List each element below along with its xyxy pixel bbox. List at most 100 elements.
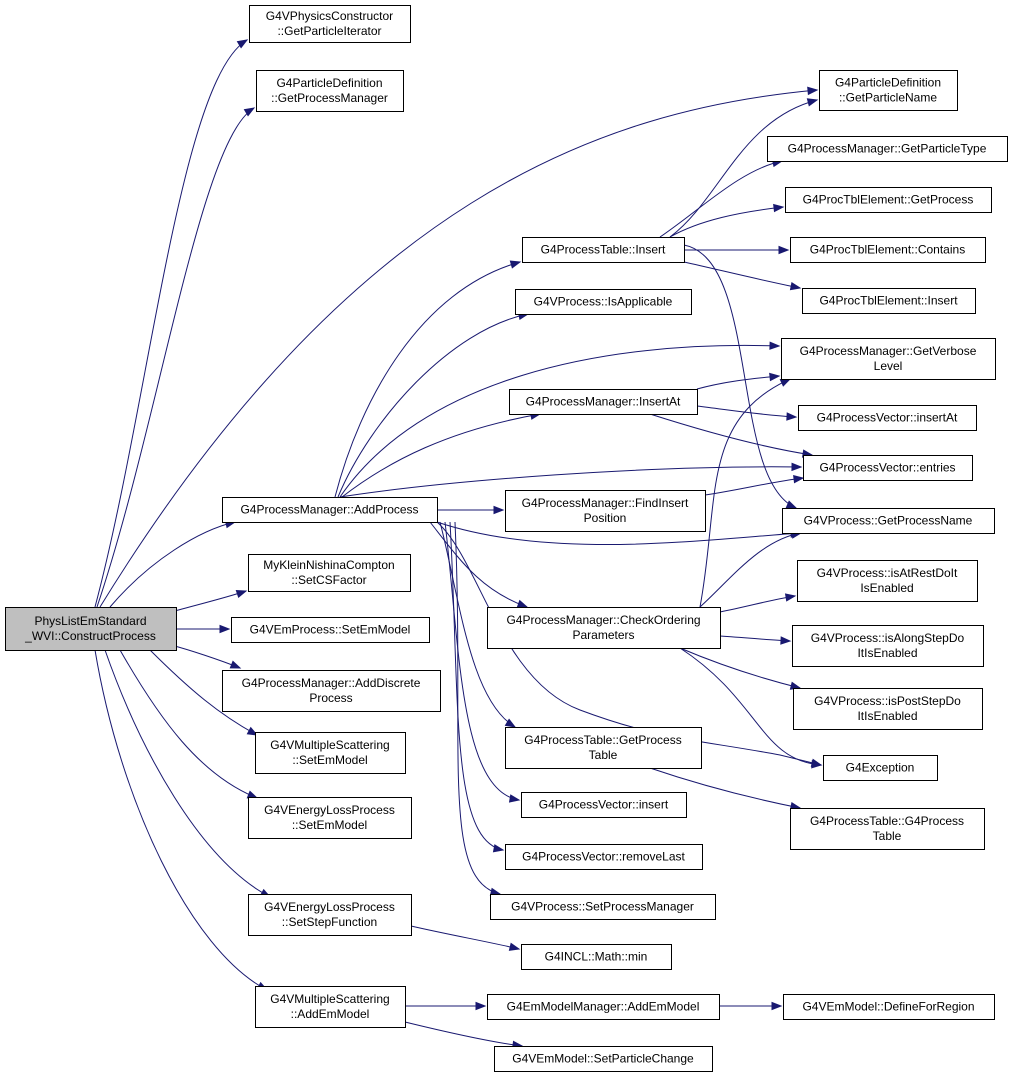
node-box <box>823 755 938 781</box>
node-box <box>515 289 692 315</box>
node-box <box>802 288 976 314</box>
function-node-n5[interactable]: G4VEmProcess::SetEmModel <box>231 617 430 643</box>
node-label-line: ::SetEmModel <box>292 753 367 767</box>
function-node-r7[interactable]: G4ProcessVector::insertAt <box>798 405 977 431</box>
function-node-r5[interactable]: G4ProcTblElement::Insert <box>802 288 976 314</box>
node-label-line: ::GetParticleIterator <box>277 24 381 38</box>
arrowhead-icon <box>791 462 803 472</box>
function-node-m9[interactable]: G4VProcess::SetProcessManager <box>490 894 716 920</box>
node-box <box>783 994 995 1020</box>
function-node-n7[interactable]: G4VMultipleScattering::SetEmModel <box>255 732 406 774</box>
node-label-line: G4ProcessTable::G4Process <box>810 814 964 828</box>
arrowhead-icon <box>229 660 242 669</box>
function-node-m12[interactable]: G4VEmModel::SetParticleChange <box>494 1046 713 1072</box>
node-label-line: ::SetStepFunction <box>282 915 377 929</box>
function-node-n1[interactable]: G4VPhysicsConstructor::GetParticleIterat… <box>249 5 411 43</box>
node-label-line: MyKleinNishinaCompton <box>263 558 394 572</box>
function-node-m3[interactable]: G4ProcessManager::InsertAt <box>509 389 698 415</box>
edge-m6-to-r14 <box>649 767 801 809</box>
arrowhead-icon <box>219 624 231 634</box>
arrowhead-icon <box>785 500 798 509</box>
node-box <box>248 554 411 592</box>
function-node-n8[interactable]: G4VEnergyLossProcess::SetEmModel <box>248 797 412 839</box>
node-label-line: G4ProcessManager::GetVerbose <box>800 344 977 358</box>
function-node-m10[interactable]: G4INCL::Math::min <box>521 944 672 970</box>
function-node-root[interactable]: PhysListEmStandard_WVI::ConstructProcess <box>5 607 177 651</box>
node-label-line: G4VProcess::isAlongStepDo <box>811 631 965 645</box>
function-node-r13[interactable]: G4Exception <box>823 755 938 781</box>
node-box <box>782 508 995 534</box>
arrowhead-icon <box>789 281 802 291</box>
function-node-m11[interactable]: G4EmModelManager::AddEmModel <box>487 994 720 1020</box>
function-node-m2[interactable]: G4VProcess::IsApplicable <box>515 289 692 315</box>
edge-root-to-n3 <box>109 521 236 608</box>
arrowhead-icon <box>780 636 792 645</box>
node-label-line: G4VProcess::isPostStepDo <box>814 694 961 708</box>
node-box <box>249 5 411 43</box>
call-edges <box>94 39 823 1050</box>
edge-m1-to-r9 <box>683 244 797 509</box>
node-label-line: G4INCL::Math::min <box>545 950 648 964</box>
node-label-line: ::SetCSFactor <box>291 573 366 587</box>
edge-root-to-n10 <box>94 649 268 991</box>
node-box <box>790 808 985 850</box>
edge-n9-to-m10 <box>410 925 520 950</box>
node-box <box>819 70 958 111</box>
edge-m3-to-r7 <box>696 405 797 418</box>
node-label-line: G4VEmModel::DefineForRegion <box>802 1000 974 1014</box>
node-label-line: G4ProcessManager::CheckOrdering <box>506 613 700 627</box>
function-node-r14[interactable]: G4ProcessTable::G4ProcessTable <box>790 808 985 850</box>
function-node-m8[interactable]: G4ProcessVector::removeLast <box>505 844 703 870</box>
function-node-m5[interactable]: G4ProcessManager::CheckOrderingParameter… <box>487 607 721 649</box>
function-node-r8[interactable]: G4ProcessVector::entries <box>803 455 973 481</box>
function-node-n4[interactable]: MyKleinNishinaCompton::SetCSFactor <box>248 554 411 592</box>
node-box <box>487 607 721 649</box>
node-label-line: Level <box>874 359 903 373</box>
function-node-n10[interactable]: G4VMultipleScattering::AddEmModel <box>255 986 406 1028</box>
arrowhead-icon <box>773 203 785 213</box>
edge-m1-to-r3 <box>669 206 784 238</box>
edge-m5-to-r11 <box>719 635 791 642</box>
edge-n3-to-r8 <box>339 466 802 498</box>
arrowhead-icon <box>504 718 517 728</box>
edge-n3-to-m2 <box>337 313 529 498</box>
function-node-m7[interactable]: G4ProcessVector::insert <box>521 792 687 818</box>
arrowhead-icon <box>508 794 521 803</box>
function-node-n2[interactable]: G4ParticleDefinition::GetProcessManager <box>256 70 404 112</box>
function-node-r1[interactable]: G4ParticleDefinition::GetParticleName <box>819 70 958 111</box>
node-label-line: G4VMultipleScattering <box>270 738 389 752</box>
node-label-line: G4ProcessManager::FindInsert <box>522 496 689 510</box>
function-node-r15[interactable]: G4VEmModel::DefineForRegion <box>783 994 995 1020</box>
node-label-line: Table <box>589 748 618 762</box>
node-box <box>798 405 977 431</box>
function-node-r9[interactable]: G4VProcess::GetProcessName <box>782 508 995 534</box>
edge-n3-to-m9 <box>454 521 501 895</box>
function-node-r3[interactable]: G4ProcTblElement::GetProcess <box>785 187 992 213</box>
function-node-n3[interactable]: G4ProcessManager::AddProcess <box>222 497 438 523</box>
edge-m5-to-r9 <box>699 532 802 608</box>
node-label-line: G4VProcess::IsApplicable <box>534 295 673 309</box>
edge-m5-to-r6 <box>699 378 791 608</box>
node-label-line: G4VEnergyLossProcess <box>264 803 395 817</box>
node-label-line: G4ProcessManager::AddDiscrete <box>242 676 421 690</box>
edge-root-to-n6 <box>170 644 241 669</box>
edge-root-to-n8 <box>119 649 258 799</box>
function-node-n9[interactable]: G4VEnergyLossProcess::SetStepFunction <box>248 894 412 936</box>
node-box <box>793 688 983 730</box>
function-node-m1[interactable]: G4ProcessTable::Insert <box>522 237 685 263</box>
node-label-line: G4VEmModel::SetParticleChange <box>512 1052 694 1066</box>
node-box <box>521 944 672 970</box>
function-node-r4[interactable]: G4ProcTblElement::Contains <box>790 237 986 263</box>
node-label-line: G4VEnergyLossProcess <box>264 900 395 914</box>
edge-root-to-n2 <box>96 107 255 608</box>
function-node-r2[interactable]: G4ProcessManager::GetParticleType <box>767 136 1008 162</box>
node-label-line: G4VPhysicsConstructor <box>266 9 393 23</box>
